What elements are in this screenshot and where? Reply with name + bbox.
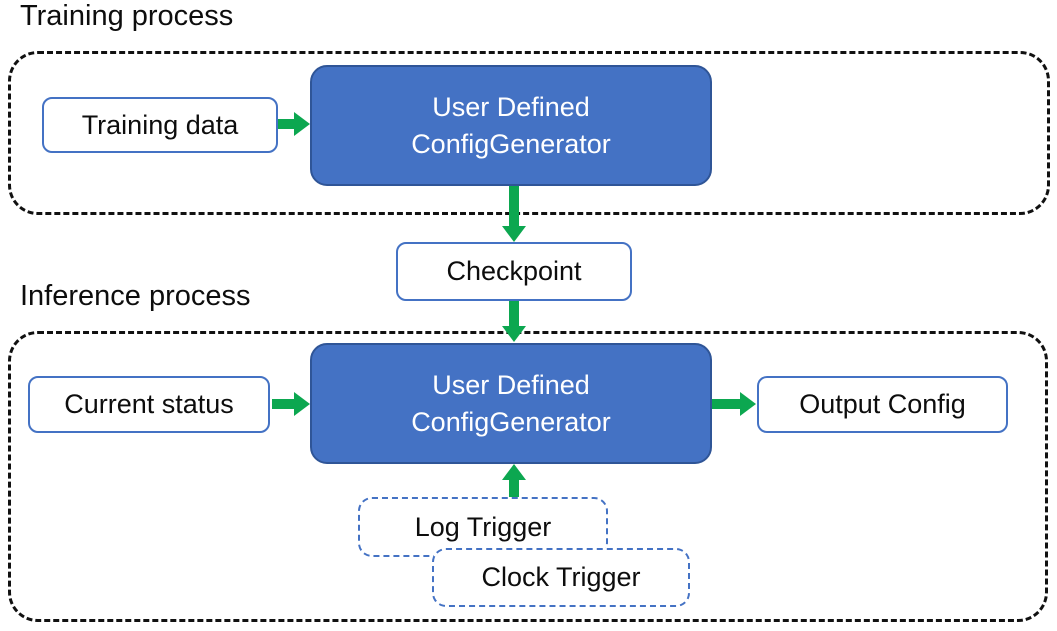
training-config-generator-line1: User Defined: [432, 92, 590, 123]
inference-config-generator-node: User Defined ConfigGenerator: [310, 343, 712, 464]
arrow-training-data-to-generator-icon: [278, 112, 310, 136]
inference-process-label: Inference process: [20, 280, 251, 312]
training-process-container: [8, 51, 1050, 215]
arrow-triggers-to-generator-icon: [502, 464, 526, 497]
training-config-generator-line2: ConfigGenerator: [411, 128, 611, 159]
arrow-generator-to-output-config-icon: [712, 392, 756, 416]
current-status-node: Current status: [28, 376, 270, 433]
training-config-generator-node: User Defined ConfigGenerator: [310, 65, 712, 186]
checkpoint-node: Checkpoint: [396, 242, 632, 301]
training-data-node: Training data: [42, 97, 278, 153]
inference-config-generator-line2: ConfigGenerator: [411, 406, 611, 437]
arrow-checkpoint-to-generator-icon: [502, 301, 526, 342]
clock-trigger-node: Clock Trigger: [432, 548, 690, 607]
training-process-label: Training process: [20, 0, 234, 32]
output-config-node: Output Config: [757, 376, 1008, 433]
inference-process-container: [8, 331, 1048, 622]
arrow-generator-to-checkpoint-icon: [502, 186, 526, 242]
log-trigger-node: Log Trigger: [358, 497, 608, 557]
arrow-current-status-to-generator-icon: [272, 392, 310, 416]
inference-config-generator-line1: User Defined: [432, 370, 590, 401]
